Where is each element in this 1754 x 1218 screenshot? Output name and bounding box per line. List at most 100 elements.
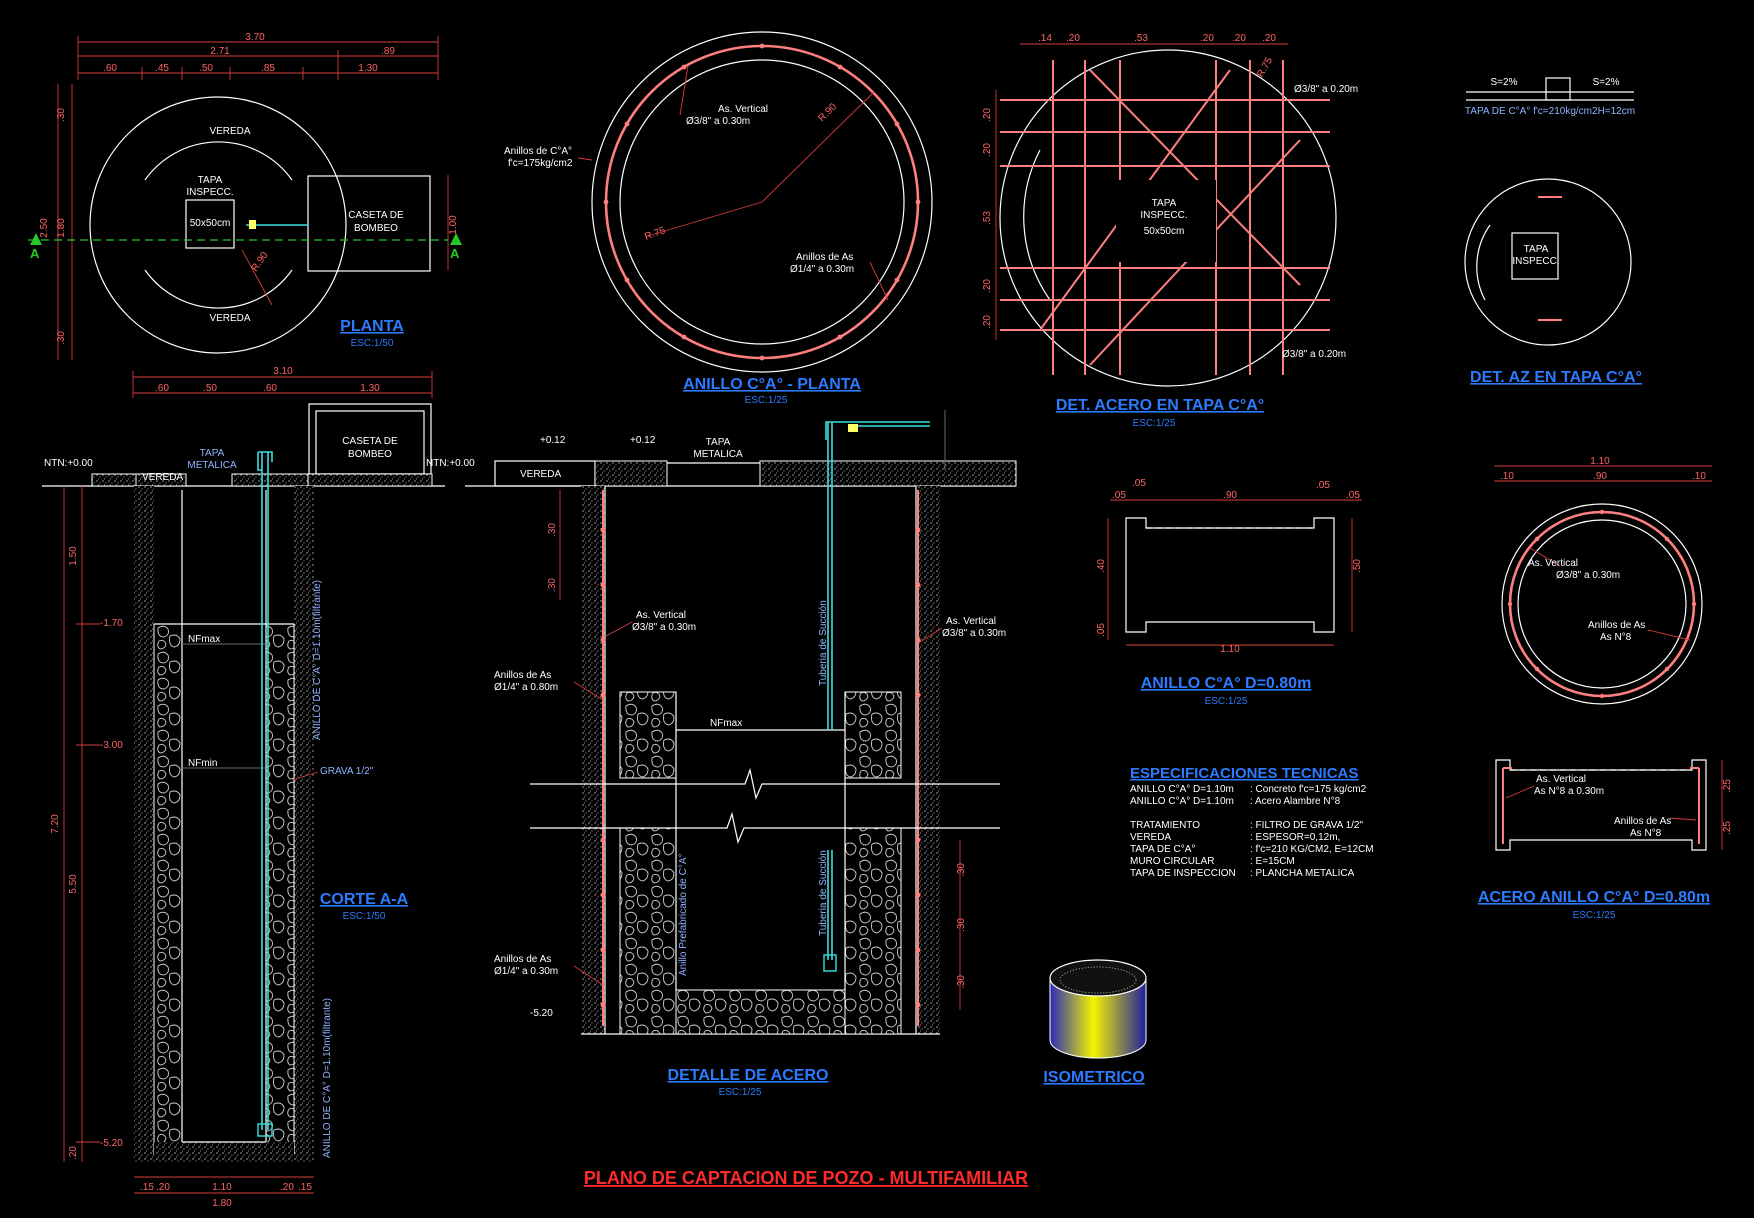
detalle-valve-icon <box>848 424 858 432</box>
detalle-gravel-right-bottom <box>844 827 902 1035</box>
corte-pipe-label2: ANILLO DE C°A° D=1.10m(filtrante) <box>322 998 333 1158</box>
spec-row-label: TRATAMIENTO <box>1130 820 1200 831</box>
acero-vertical-bars <box>1507 509 1697 699</box>
detalle-lvl-b: +0.12 <box>630 435 656 446</box>
planta-radius: R.90 <box>249 250 270 274</box>
corte-ntn-left: NTN:+0.00 <box>44 458 93 469</box>
spec-row-value: : Acero Alambre N°8 <box>1250 796 1341 807</box>
spec-row-label: TAPA DE C°A° <box>1130 844 1195 855</box>
section-mark-left: A <box>30 246 40 261</box>
especificaciones-block: ESPECIFICACIONES TECNICAS ANILLO C°A° D=… <box>1130 765 1374 879</box>
acero-dim-r2: .25 <box>1722 821 1733 835</box>
detalle-dim-r3: .30 <box>956 975 967 989</box>
corte-wall-left <box>134 486 154 1162</box>
tapa-dim-top4: .20 <box>1200 33 1214 44</box>
planta-valve-icon <box>249 220 256 229</box>
corte-nfmin: NFmin <box>188 758 217 769</box>
planta-dim-left3: 1.80 <box>56 218 67 238</box>
tapa-dim-top6: .20 <box>1262 33 1276 44</box>
corte-pipe-label1: ANILLO DE C°A° D=1.10m(filtrante) <box>312 580 323 740</box>
detalle-as-vert-r2: Ø3/8" a 0.30m <box>942 628 1006 639</box>
planta-vereda-top: VEREDA <box>209 126 250 137</box>
detalle-break-line-top <box>530 767 1000 800</box>
detalle-suction-pipe <box>825 421 930 730</box>
planta-caseta-box <box>307 175 431 272</box>
tapa-dim-left1: .20 <box>982 108 993 122</box>
a080-dim-top1: .05 <box>1112 490 1126 501</box>
planta-tapa-line1: TAPA <box>198 175 223 186</box>
anillo-anillos1: Anillos de C°A° <box>504 146 572 157</box>
anillo-planta-view: As. Vertical Ø3/8" a 0.30m Anillos de C°… <box>504 31 933 406</box>
planta-dim-c4: .85 <box>261 63 275 74</box>
tapa-r: R.75 <box>1255 55 1275 79</box>
tapa-dim-left5: .20 <box>982 315 993 329</box>
planta-dim-c1: .60 <box>103 63 117 74</box>
anillo-vertical-bars <box>603 43 921 361</box>
corte-dim-v2: 7.20 <box>50 814 61 834</box>
detalle-nfmax: NFmax <box>710 718 742 729</box>
a080-dim-left1: .40 <box>1096 559 1107 573</box>
corte-slab-right <box>231 473 309 487</box>
az-s-left: S=2% <box>1491 77 1518 88</box>
corte-caseta-floor <box>307 473 433 487</box>
corte-dim-b3: 1.10 <box>212 1182 232 1193</box>
a080-dim-right: .50 <box>1352 559 1363 573</box>
isometrico-title: ISOMETRICO <box>1043 1069 1144 1086</box>
detalle-acero-view: +0.12 +0.12 TAPA METALICA VEREDA As. Ver… <box>465 410 1017 1098</box>
corte-dim-b6: 1.80 <box>212 1198 232 1209</box>
anillo-planta-title: ANILLO C°A° - PLANTA <box>683 376 861 393</box>
anillo-planta-scale: ESC:1/25 <box>745 395 788 406</box>
spec-row-label: ANILLO C°A° D=1.10m <box>1130 784 1234 795</box>
corte-grava: GRAVA 1/2" <box>320 766 374 777</box>
detalle-tapa2: METALICA <box>693 449 743 460</box>
acero-outer-circle <box>1501 503 1703 705</box>
section-mark-right: A <box>450 246 460 261</box>
detalle-gravel-base <box>675 989 846 1035</box>
detalle-succion1: Tuberia de Succión <box>818 600 829 686</box>
planta-dim-bot3: .60 <box>263 383 277 394</box>
az-opening <box>1511 232 1559 280</box>
corte-gravel-right <box>265 623 295 1155</box>
detalle-prefab: Anillo Prefabricado de C°A° <box>678 853 689 976</box>
a080-dim-top4: .05 <box>1316 480 1330 491</box>
corte-scale: ESC:1/50 <box>343 911 386 922</box>
anillo-inner-circle <box>619 59 905 345</box>
planta-dim-bot2: .50 <box>203 383 217 394</box>
planta-inner-arc-top <box>144 141 293 181</box>
a080-dim-bottom: 1.10 <box>1220 644 1240 655</box>
spec-row-value: : PLANCHA METALICA <box>1250 868 1355 879</box>
detalle-break-line-bottom <box>530 811 1000 844</box>
planta-dim-left4: .30 <box>56 331 67 345</box>
corte-tapa-line1: TAPA <box>200 448 225 459</box>
anillo-r2: R.75 <box>643 225 667 243</box>
corte-lvl1: -1.70 <box>100 618 123 629</box>
tapa-dim-left2: .20 <box>982 143 993 157</box>
detalle-anillos-a1: Anillos de As <box>494 670 551 681</box>
acero-anillo-title: ACERO ANILLO C°A° D=0.80m <box>1478 889 1710 906</box>
planta-dim-bot1: .60 <box>155 383 169 394</box>
tapa-opening <box>1116 180 1216 262</box>
planta-dim-left1: .30 <box>56 108 67 122</box>
corte-lvl2: -3.00 <box>100 740 123 751</box>
acero-sec-an1: Anillos de As <box>1614 816 1671 827</box>
planta-scale: ESC:1/50 <box>351 338 394 349</box>
det-az-title: DET. AZ EN TAPA C°A° <box>1470 369 1642 386</box>
detalle-wall-left-soil <box>581 486 605 1034</box>
tapa-bar2: Ø3/8" a 0.20m <box>1282 349 1346 360</box>
det-tapa-title: DET. ACERO EN TAPA C°A° <box>1056 397 1264 414</box>
corte-slab-left <box>135 473 187 487</box>
corte-dim-b5: .15 <box>298 1182 312 1193</box>
corte-dim-b2: .20 <box>156 1182 170 1193</box>
anillo-080-view: .05 .05 .90 .05 .05 1.10 .40 .05 .50 ANI… <box>1096 478 1363 707</box>
a080-dim-top2: .05 <box>1132 478 1146 489</box>
az-tapa1: TAPA <box>1524 244 1549 255</box>
tapa-outer-circle <box>999 49 1337 387</box>
acero-dim-r1: .25 <box>1722 779 1733 793</box>
az-tapa2: INSPECC. <box>1512 256 1559 267</box>
tapa-label3: 50x50cm <box>1144 226 1185 237</box>
planta-caseta-line2: BOMBEO <box>354 223 398 234</box>
acero-anillo-view: 1.10 .10 .90 .10 As. Vertical Ø3/8" a 0.… <box>1478 456 1733 921</box>
section-mark-left-icon <box>30 233 42 245</box>
detalle-rebar-dots <box>600 527 921 1008</box>
acero-sec-as1: As. Vertical <box>1536 774 1586 785</box>
